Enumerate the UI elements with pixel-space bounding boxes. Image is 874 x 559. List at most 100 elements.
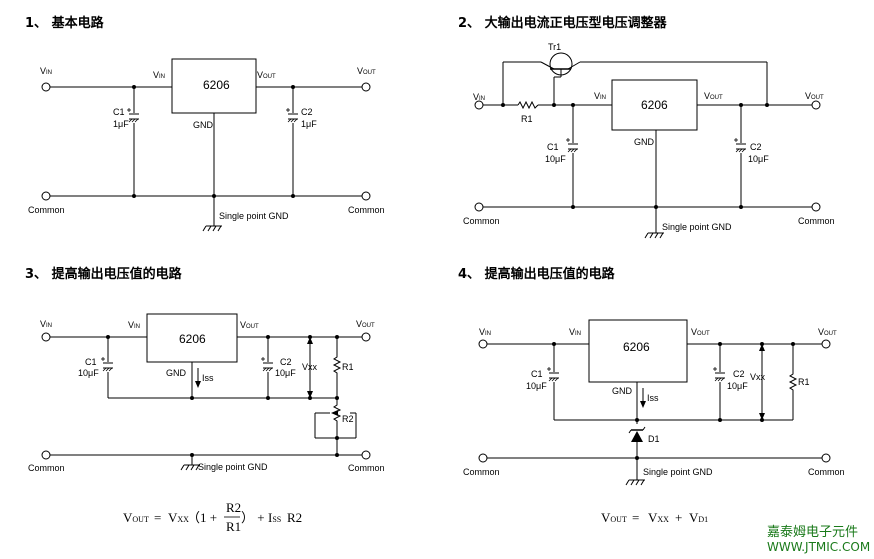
- circuit-4-wires: [487, 343, 822, 480]
- vout-terminal: [361, 332, 371, 342]
- svg-text:VIN: VIN: [473, 92, 485, 102]
- eq-vxx-sub: XX: [657, 515, 669, 524]
- gnd-pin-label: GND: [612, 386, 633, 396]
- iss-arrow: [195, 381, 201, 388]
- junction-dot: [739, 205, 743, 209]
- resistor-r1: [789, 371, 797, 393]
- common-terminal-left: [41, 191, 51, 201]
- svg-text:VOUT: VOUT: [123, 510, 149, 525]
- junction-dot: [718, 418, 722, 422]
- vin-pin-label-sub: IN: [134, 324, 140, 330]
- junction-dot: [552, 103, 556, 107]
- vin-label: V: [40, 319, 46, 329]
- junction-dot: [791, 342, 795, 346]
- svg-text:VIN: VIN: [40, 319, 52, 329]
- vin-pin-label: V: [153, 70, 159, 80]
- vout-pin-label: V: [691, 327, 697, 337]
- common-terminal-right: [811, 202, 821, 212]
- eq-vd: V: [689, 510, 699, 525]
- common-label-right: Common: [348, 205, 385, 215]
- vin-label-sub: IN: [485, 331, 491, 337]
- junction-dot: [335, 453, 339, 457]
- svg-text:VOUT: VOUT: [240, 320, 259, 330]
- junction-dot: [266, 396, 270, 400]
- vxx-arrow-down: [307, 391, 313, 398]
- common-label-right: Common: [798, 216, 835, 226]
- vin-terminal: [41, 332, 51, 342]
- ground-symbol: [202, 225, 223, 232]
- vout-label-sub: OUT: [811, 95, 824, 101]
- ground-symbol: [644, 232, 665, 239]
- c2-value-label: 10μF: [275, 368, 296, 378]
- eq-v-sub: OUT: [132, 515, 149, 524]
- circuit-2-wires: [483, 61, 812, 233]
- vout-terminal: [361, 82, 371, 92]
- gnd-pin-label: GND: [193, 120, 214, 130]
- svg-text:VXX: VXX: [648, 510, 669, 525]
- junction-dot: [635, 456, 639, 460]
- svg-text:VOUT: VOUT: [601, 510, 627, 525]
- vout-pin-label: V: [257, 70, 263, 80]
- eq-paren-close: ） +: [241, 510, 265, 525]
- c2-value-label: 10μF: [727, 381, 748, 391]
- junction-dot: [212, 194, 216, 198]
- junction-dot: [308, 335, 312, 339]
- vin-pin-label: V: [128, 320, 134, 330]
- eq-paren-open: （1 +: [187, 510, 217, 525]
- junction-dot: [718, 342, 722, 346]
- capacitor-c2: [712, 366, 726, 382]
- svg-text:VOUT: VOUT: [818, 327, 837, 337]
- common-terminal-right: [821, 453, 831, 463]
- circuit-2-heading: 2、 大输出电流正电压型电压调整器: [458, 15, 668, 31]
- eq-iss-sub: SS: [272, 515, 281, 524]
- junction-dot: [106, 335, 110, 339]
- single-gnd-label: Single point GND: [662, 222, 732, 232]
- regulator-chip: [588, 319, 688, 383]
- ground-symbol: [625, 479, 646, 486]
- c1-value-label: 1μF: [113, 119, 129, 129]
- iss-label: Iss: [647, 393, 659, 403]
- watermark: 嘉泰姆电子元件 WWW.JTMIC.COM: [767, 525, 870, 554]
- vxx-arrow-down: [759, 413, 765, 420]
- single-gnd-label: Single point GND: [219, 211, 289, 221]
- r1-label: R1: [521, 114, 533, 124]
- junction-dot: [760, 418, 764, 422]
- common-label-left: Common: [28, 463, 65, 473]
- vin-pin-label: V: [594, 91, 600, 101]
- watermark-url: WWW.JTMIC.COM: [767, 540, 870, 554]
- circuit-1-wires: [50, 86, 362, 226]
- regulator-chip: [611, 79, 698, 131]
- diode-d1: [628, 426, 646, 442]
- circuit-3-heading: 3、 提高输出电压值的电路: [25, 266, 183, 282]
- svg-text:VOUT: VOUT: [691, 327, 710, 337]
- single-gnd-label: Single point GND: [198, 462, 268, 472]
- circuit-4: 4、 提高输出电压值的电路 6206: [458, 266, 845, 525]
- r1-label: R1: [342, 362, 354, 372]
- vout-pin-label: V: [240, 320, 246, 330]
- vout-label: V: [357, 66, 363, 76]
- vout-label: V: [818, 327, 824, 337]
- circuit-4-heading: 4、 提高输出电压值的电路: [458, 266, 616, 282]
- vout-pin-label-sub: OUT: [263, 74, 276, 80]
- c2-name-label: C2: [750, 142, 762, 152]
- capacitor-c2: [733, 137, 747, 153]
- svg-text:VIN: VIN: [128, 320, 140, 330]
- svg-text:VIN: VIN: [40, 66, 52, 76]
- capacitor-c1: [126, 107, 140, 123]
- junction-dot: [335, 335, 339, 339]
- c2-name-label: C2: [733, 369, 745, 379]
- c2-name-label: C2: [301, 107, 313, 117]
- eq-iss: I: [268, 510, 272, 525]
- regulator-chip: [171, 58, 257, 114]
- junction-dot: [291, 194, 295, 198]
- common-terminal-left: [474, 202, 484, 212]
- junction-dot: [635, 418, 639, 422]
- c2-value-label: 1μF: [301, 119, 317, 129]
- c2-name-label: C2: [280, 357, 292, 367]
- iss-arrow: [640, 401, 646, 408]
- vout-pin-label: V: [704, 91, 710, 101]
- resistor-r1: [333, 354, 341, 376]
- vin-label: V: [479, 327, 485, 337]
- chip-label: 6206: [641, 98, 668, 112]
- vout-label: V: [805, 91, 811, 101]
